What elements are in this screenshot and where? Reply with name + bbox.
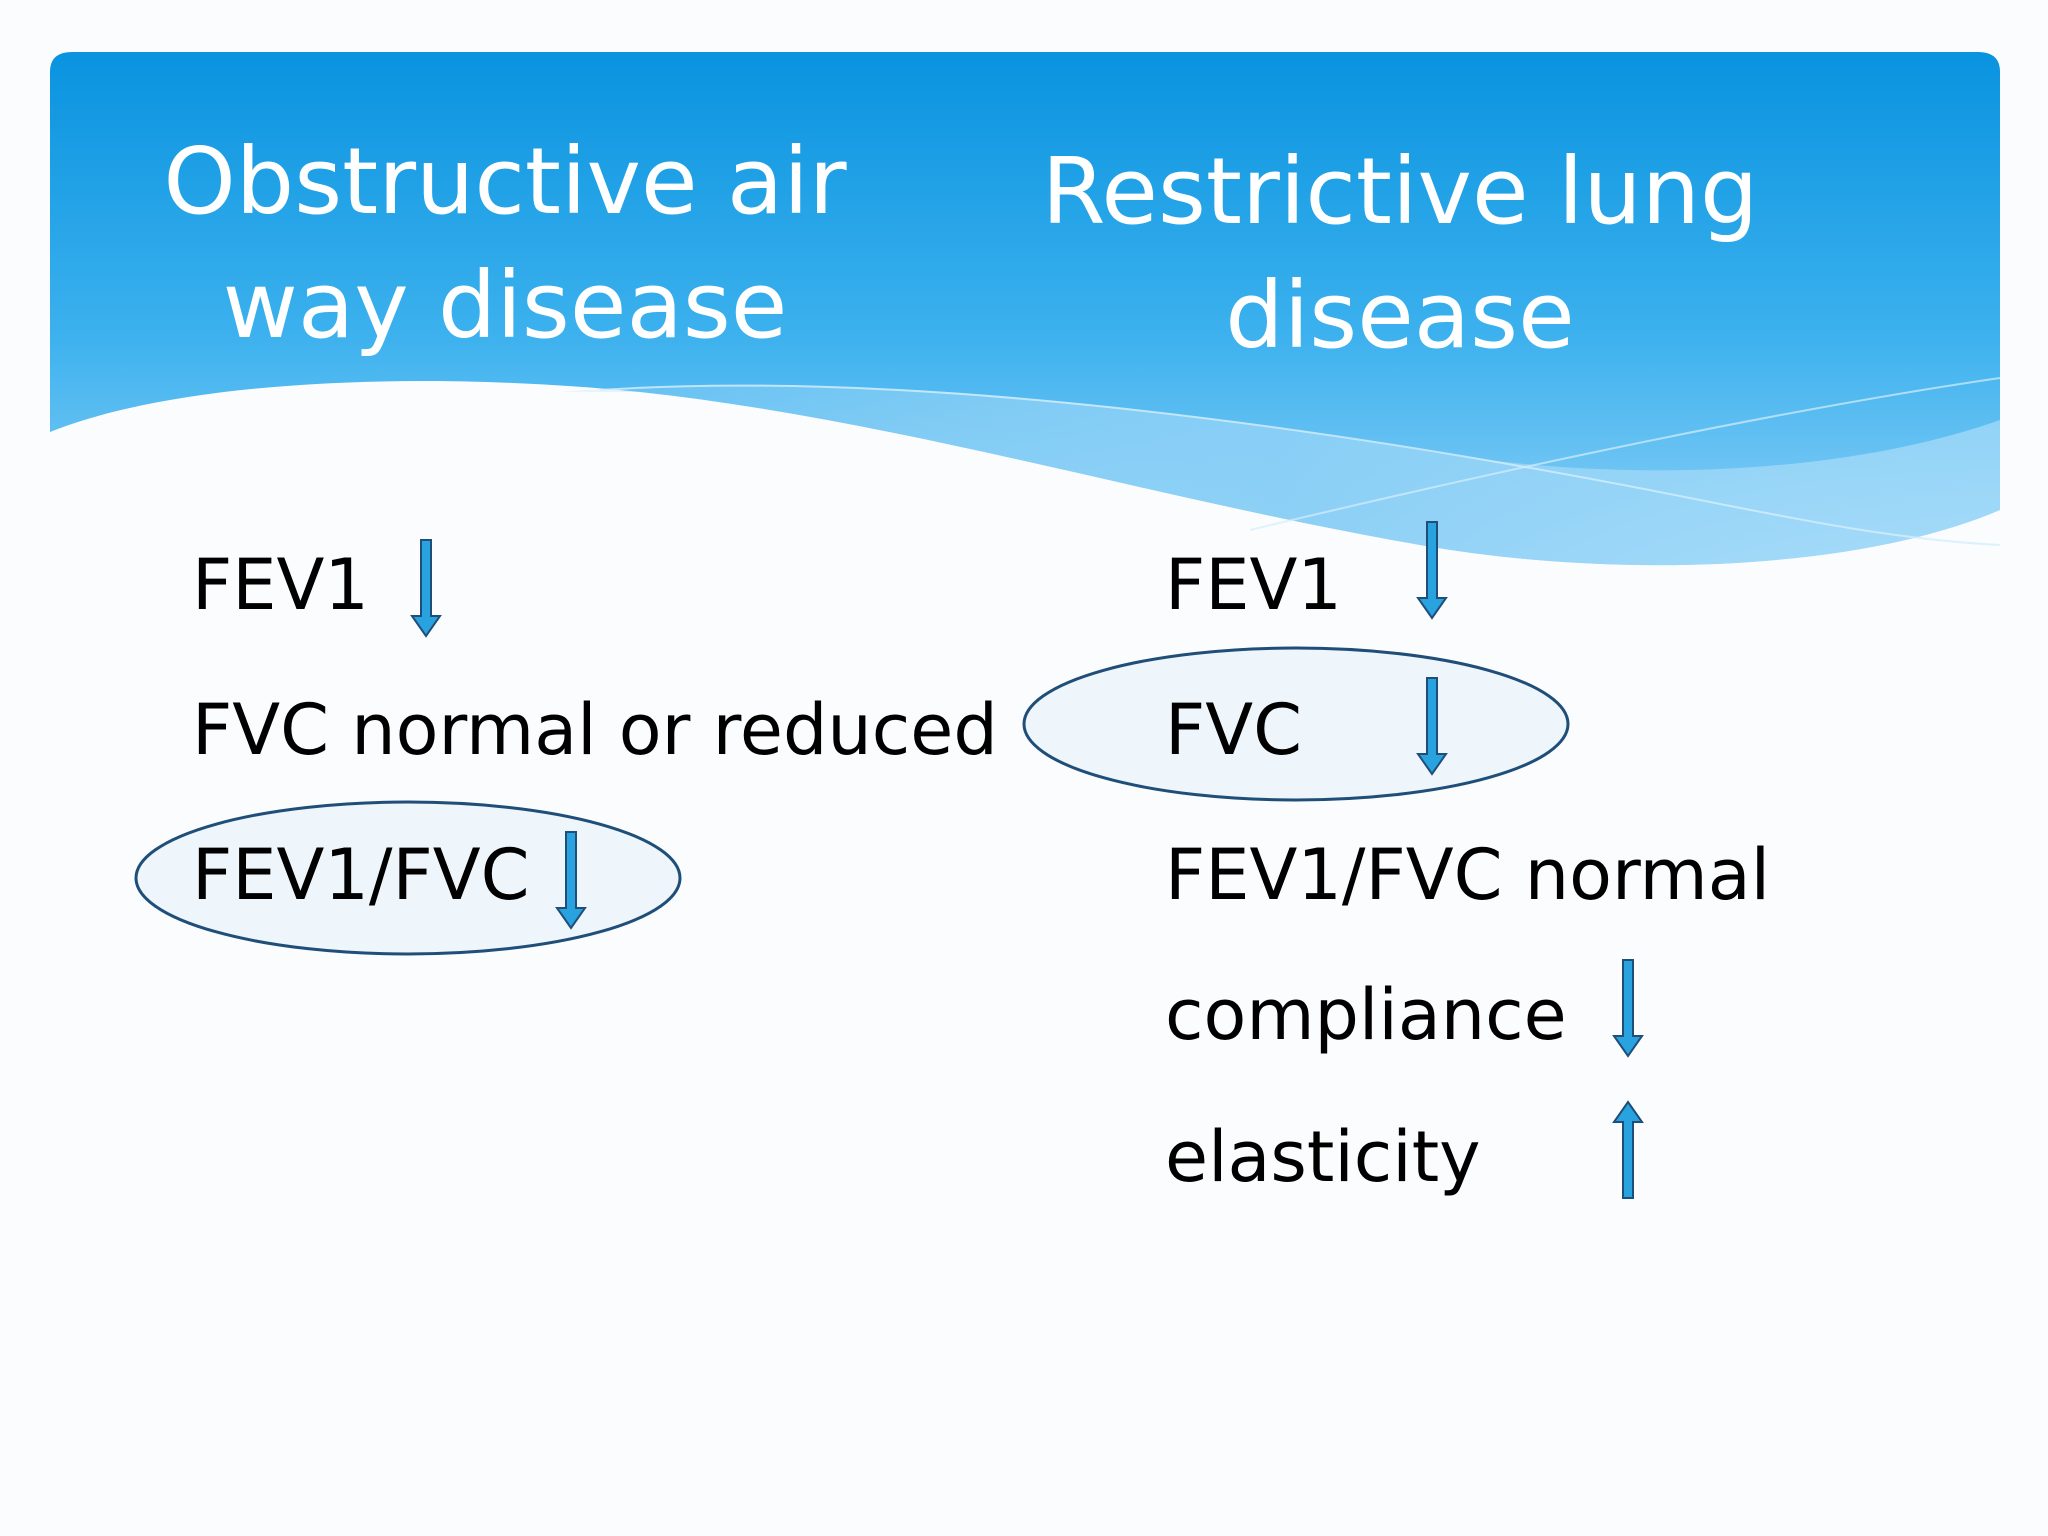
- left-column-heading: Obstructive air way disease: [163, 128, 847, 359]
- left-item-fev1: FEV1: [192, 544, 369, 626]
- left-item-fev1-fvc: FEV1/FVC: [192, 834, 530, 916]
- down-arrow-icon: [410, 539, 442, 638]
- down-arrow-icon: [1416, 677, 1448, 776]
- left-fev1-fvc-highlight-ellipse: [134, 800, 682, 956]
- up-arrow-icon: [1612, 1100, 1644, 1199]
- left-item-fvc: FVC normal or reduced: [192, 689, 998, 771]
- right-item-compliance: compliance: [1165, 974, 1567, 1056]
- right-item-fvc: FVC: [1165, 689, 1303, 771]
- down-arrow-icon: [1612, 959, 1644, 1058]
- down-arrow-icon: [1416, 521, 1448, 620]
- right-item-elasticity: elasticity: [1165, 1116, 1481, 1198]
- right-column-heading: Restrictive lung disease: [1041, 138, 1759, 369]
- right-item-fev1-fvc-normal: FEV1/FVC normal: [1165, 834, 1771, 916]
- right-item-fev1: FEV1: [1165, 544, 1342, 626]
- down-arrow-icon: [555, 831, 587, 930]
